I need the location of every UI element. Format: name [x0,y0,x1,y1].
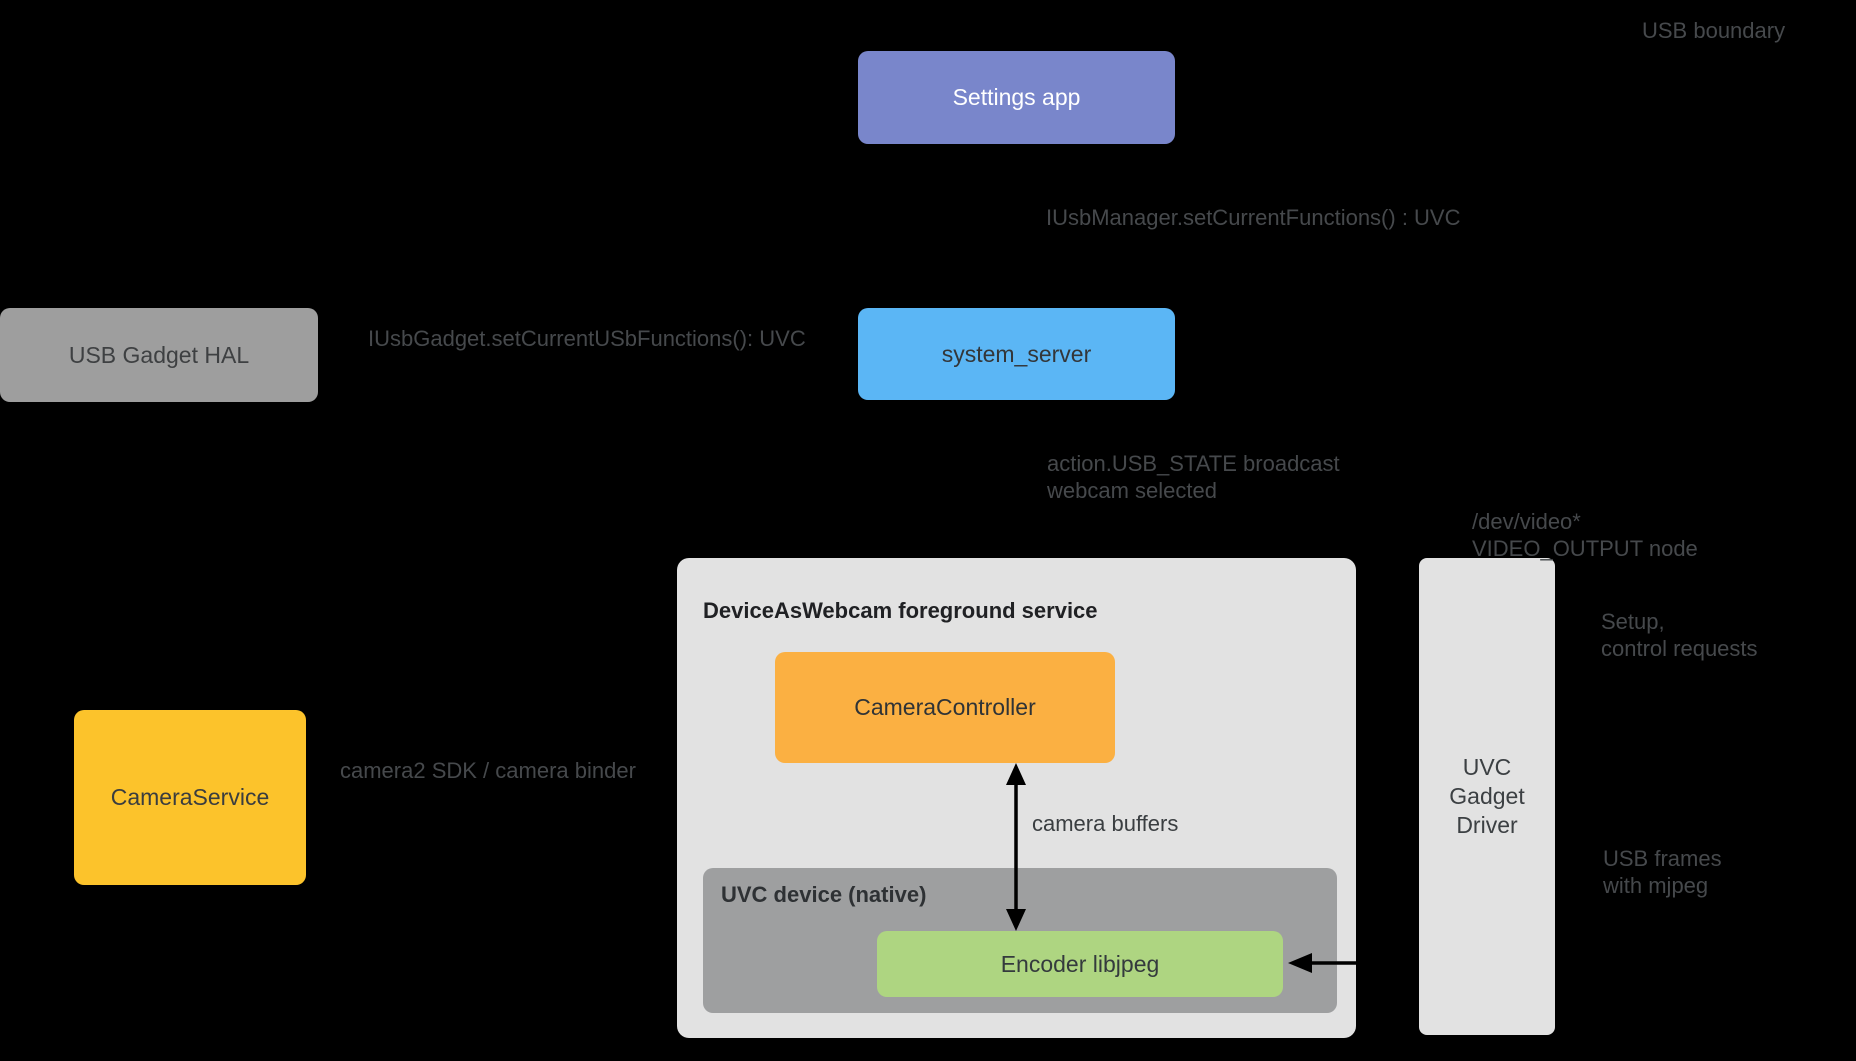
node-uvc-gadget-driver-label: UVC Gadget Driver [1449,754,1525,838]
node-camera-controller: CameraController [775,652,1115,763]
container-deviceaswebcam-title: DeviceAsWebcam foreground service [703,598,1098,623]
container-uvc-device-native: UVC device (native) Encoder libjpeg [703,868,1337,1013]
node-usb-gadget-hal: USB Gadget HAL [0,308,318,402]
label-dev-video-output-node: /dev/video* VIDEO_OUTPUT node [1472,509,1698,561]
node-system-server: system_server [858,308,1175,400]
label-usb-frames-mjpeg: USB frames with mjpeg [1603,846,1722,898]
node-settings-app: Settings app [858,51,1175,144]
node-camera-service: CameraService [74,710,306,885]
label-iusbmanager-setcurrentfunctions: IUsbManager.setCurrentFunctions() : UVC [1046,205,1461,230]
arrow-settings-to-systemserver [1009,144,1025,308]
node-encoder-libjpeg-label: Encoder libjpeg [1000,950,1160,977]
container-deviceaswebcam-service: DeviceAsWebcam foreground service Camera… [677,558,1356,1038]
label-camera-buffers: camera buffers [1032,811,1179,836]
node-camera-controller-label: CameraController [854,694,1036,720]
label-camera2-sdk-binder: camera2 SDK / camera binder [340,758,636,783]
node-system-server-label: system_server [941,340,1092,367]
node-usb-gadget-hal-label: USB Gadget HAL [68,341,250,368]
node-camera-service-label: CameraService [110,784,270,810]
arrow-systemserver-to-dwc [1009,400,1025,558]
label-iusbgadget-setcurrentusbfunctions: IUsbGadget.setCurrentUSbFunctions(): UVC [368,326,806,351]
label-usb-boundary: USB boundary [1642,18,1786,43]
node-settings-app-label: Settings app [952,84,1081,110]
label-setup-control-requests: Setup, control requests [1601,609,1758,661]
node-uvc-gadget-driver: UVC Gadget Driver [1419,558,1555,1035]
container-uvc-device-native-title: UVC device (native) [721,882,927,907]
label-usb-state-broadcast: action.USB_STATE broadcast webcam select… [1047,451,1340,503]
node-encoder-libjpeg: Encoder libjpeg [877,931,1283,997]
